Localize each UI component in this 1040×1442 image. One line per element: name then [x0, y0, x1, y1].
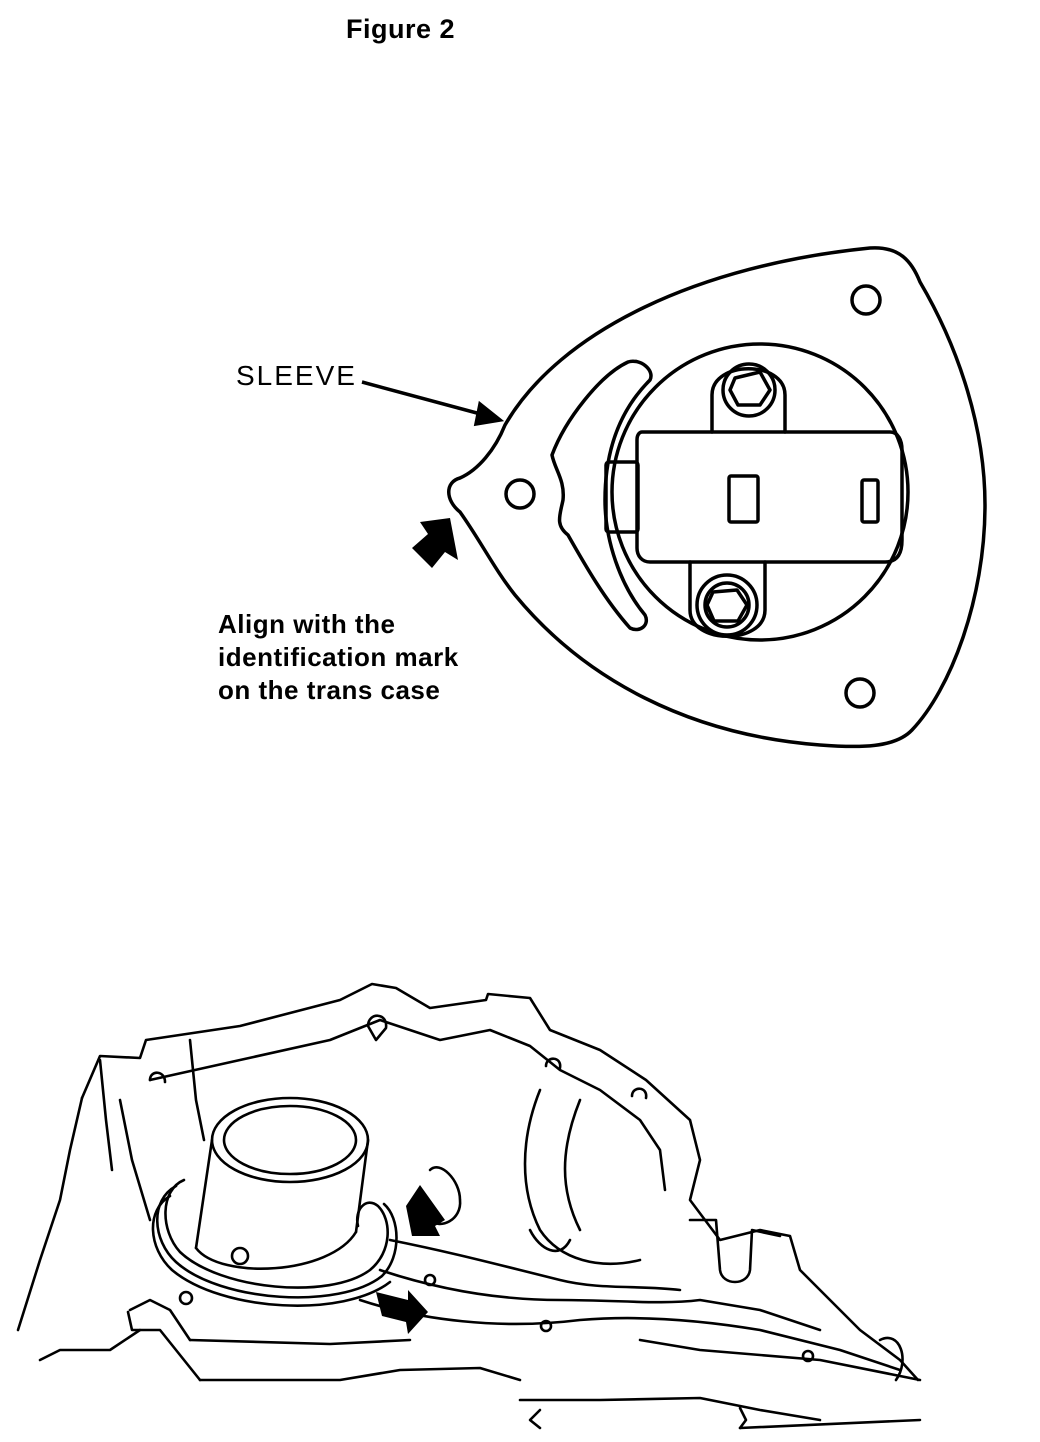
sleeve-cylinder-top [210, 1096, 370, 1184]
sensor-block [635, 430, 904, 564]
case-bolt-hole-2 [366, 1014, 388, 1042]
case-bolt-hole-3 [544, 1057, 562, 1070]
case-bottom-edge [738, 1418, 922, 1430]
sleeve-flange-outline [447, 246, 987, 749]
sleeve-diagram [361, 246, 987, 749]
sleeve-label: SLEEVE [236, 360, 357, 391]
sleeve-bolt [230, 1246, 250, 1266]
center-body [610, 342, 910, 642]
case-body-curve-4 [523, 1088, 642, 1266]
alignment-note-line: identification mark [218, 642, 459, 672]
mounting-hole-left [504, 478, 536, 510]
sleeve-cylinder-bottom [194, 1230, 358, 1270]
case-arrow-lower [376, 1290, 428, 1334]
lower-bolt-ring-inner [703, 581, 751, 629]
case-lower-mid [198, 1366, 522, 1382]
case-bolt-hole-1 [148, 1071, 167, 1084]
case-inner-rim [148, 1018, 667, 1192]
case-mark-2 [738, 1406, 748, 1430]
sleeve-cylinder-top-inner [222, 1104, 358, 1176]
lower-bolt-boss [688, 560, 767, 638]
sleeve-cylinder-body [194, 1138, 370, 1250]
side-tab [604, 460, 640, 534]
case-detail-dot [423, 1273, 437, 1287]
lower-bolt-ring [695, 573, 759, 637]
case-bolt-hole-4 [630, 1087, 648, 1100]
alignment-note-line: on the trans case [218, 675, 441, 705]
upper-bolt-head [728, 370, 772, 407]
sleeve-flange-base [164, 1178, 389, 1289]
slot-left [727, 474, 760, 524]
mounting-hole-bottom-right [844, 677, 876, 709]
case-lower-web [128, 1298, 192, 1342]
alignment-note-line: Align with the [218, 609, 396, 639]
mounting-hole-top-right [850, 284, 882, 316]
case-top-outline [80, 982, 920, 1382]
case-detail-dot-2 [539, 1319, 553, 1333]
upper-bolt-ring [721, 362, 777, 418]
case-body-curve-1 [388, 1238, 682, 1292]
case-arrow-upper [406, 1185, 445, 1236]
case-body-curve-3 [358, 1298, 902, 1372]
upper-bolt-boss [710, 367, 787, 434]
case-left-edge [16, 1096, 84, 1332]
case-right-notch [688, 1218, 782, 1284]
case-body-curve-5 [563, 1098, 582, 1232]
case-left-rib-3 [188, 1038, 206, 1142]
inner-recess-outline [550, 359, 653, 632]
case-lower-flange [188, 1338, 412, 1346]
sleeve-flange-base-2 [156, 1184, 398, 1299]
case-pocket [428, 1166, 462, 1226]
case-right-line [638, 1338, 922, 1382]
alignment-note: Align with the identification mark on th… [218, 608, 459, 707]
sleeve-flange-base-3 [151, 1194, 392, 1307]
lower-bolt-head [705, 588, 749, 623]
sleeve-leader-arrow [361, 380, 505, 427]
sleeve-bolt-2 [178, 1290, 194, 1306]
case-arrow-line [878, 1336, 904, 1382]
slot-right [860, 478, 880, 524]
case-body-curve-2 [378, 1268, 822, 1332]
case-left-rib [98, 1058, 114, 1172]
case-left-rib-2 [118, 1098, 152, 1222]
case-stud [126, 1310, 142, 1332]
case-lower-left [38, 1328, 202, 1382]
figure-title: Figure 2 [346, 14, 456, 44]
case-mark [528, 1408, 542, 1430]
alignment-arrow [412, 518, 458, 568]
case-detail-dot-3 [801, 1349, 815, 1363]
case-pocket-2 [528, 1228, 572, 1253]
case-lower-bottom [518, 1396, 822, 1422]
